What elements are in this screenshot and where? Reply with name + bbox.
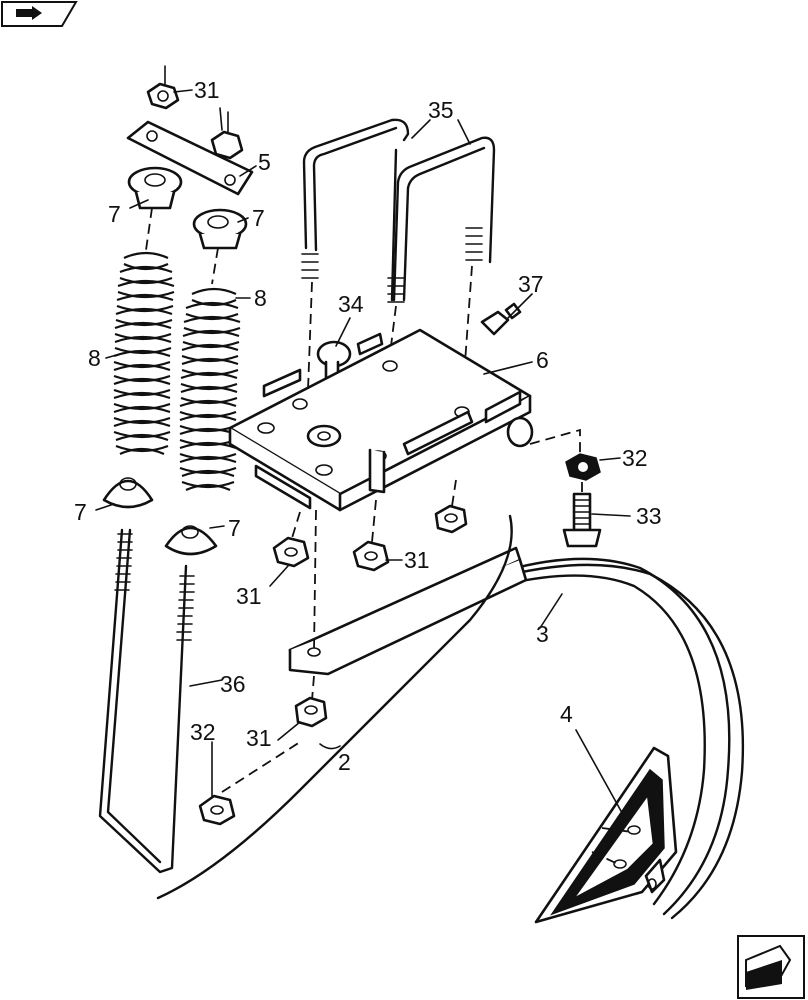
bracket-6 bbox=[228, 328, 534, 512]
shank-3 bbox=[418, 557, 745, 920]
spring-seat-7-right bbox=[192, 208, 248, 250]
nut-31-top bbox=[146, 65, 180, 110]
nut-32-right bbox=[565, 453, 601, 481]
bolt-33 bbox=[562, 492, 602, 548]
nut-31-bottom bbox=[294, 696, 328, 728]
nut-31-under-left bbox=[272, 536, 310, 568]
callout-7-c: 7 bbox=[74, 499, 87, 525]
nut-31-second bbox=[210, 111, 244, 160]
clamp-plate-2 bbox=[288, 546, 528, 676]
outline-2 bbox=[156, 514, 513, 900]
callout-4: 4 bbox=[560, 701, 573, 727]
leader-lines bbox=[95, 89, 631, 821]
spring-seat-7-lower-left bbox=[102, 477, 154, 509]
callout-7-a: 7 bbox=[108, 201, 121, 227]
book-arrow-icon[interactable] bbox=[1, 1, 78, 27]
callout-35: 35 bbox=[428, 97, 454, 123]
callout-32-bottom: 32 bbox=[190, 719, 216, 745]
nut-32-bottom bbox=[198, 794, 236, 826]
callout-7-b: 7 bbox=[252, 205, 265, 231]
nut-31-under-mid bbox=[352, 540, 390, 572]
plate-5 bbox=[126, 120, 254, 196]
callout-8-left: 8 bbox=[88, 345, 101, 371]
callout-36: 36 bbox=[220, 671, 246, 697]
callout-5: 5 bbox=[258, 149, 271, 175]
spring-8-left bbox=[113, 251, 175, 456]
callout-33: 33 bbox=[636, 503, 662, 529]
callout-31-bottom: 31 bbox=[246, 725, 272, 751]
callout-2: 2 bbox=[338, 749, 351, 775]
u-bolt-35 bbox=[301, 118, 496, 303]
callout-31-left: 31 bbox=[236, 583, 262, 609]
point-4 bbox=[534, 746, 678, 924]
callout-31-top: 31 bbox=[194, 77, 220, 103]
callout-34: 34 bbox=[338, 291, 364, 317]
callout-3: 3 bbox=[536, 621, 549, 647]
callout-37: 37 bbox=[518, 271, 544, 297]
next-page-arrow-icon[interactable] bbox=[737, 935, 805, 999]
nut-31-under-right bbox=[434, 504, 468, 534]
spring-seat-7-left bbox=[127, 166, 183, 210]
callout-6: 6 bbox=[536, 347, 549, 373]
callout-31-mid: 31 bbox=[404, 547, 430, 573]
callout-8-right: 8 bbox=[254, 285, 267, 311]
callout-7-d: 7 bbox=[228, 515, 241, 541]
spring-seat-7-lower-right bbox=[164, 525, 218, 556]
rod-36 bbox=[98, 528, 195, 874]
fitting-37 bbox=[480, 302, 522, 336]
spring-8-right bbox=[179, 287, 241, 492]
callout-32-right: 32 bbox=[622, 445, 648, 471]
